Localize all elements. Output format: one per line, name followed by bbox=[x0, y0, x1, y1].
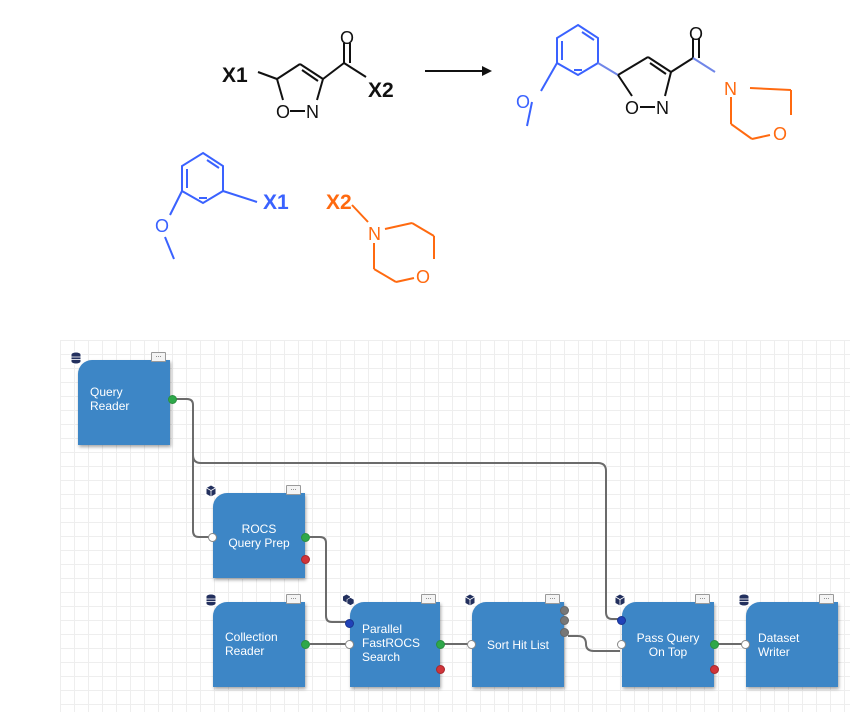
node-label: Pass Query On Top bbox=[636, 631, 700, 659]
database-icon bbox=[737, 593, 751, 607]
node-menu-button[interactable]: ... bbox=[695, 594, 710, 604]
output-port[interactable] bbox=[436, 640, 445, 649]
node-pass-query-on-top[interactable]: ... Pass Query On Top bbox=[613, 593, 719, 687]
input-port[interactable] bbox=[345, 640, 354, 649]
reagent-x1-label: X1 bbox=[263, 191, 289, 214]
database-icon bbox=[204, 593, 218, 607]
output-port[interactable] bbox=[710, 640, 719, 649]
product-morpholine-o: O bbox=[773, 124, 787, 144]
reagent-x1 bbox=[164, 151, 258, 260]
template-ring-n: N bbox=[306, 102, 319, 122]
reagent-x2-label: X2 bbox=[326, 191, 352, 214]
output-port[interactable] bbox=[168, 395, 177, 404]
node-menu-button[interactable]: ... bbox=[819, 594, 834, 604]
product-carbonyl-o: O bbox=[689, 24, 703, 44]
product-ring-n: N bbox=[656, 98, 669, 118]
output-port[interactable] bbox=[301, 640, 310, 649]
product-molecule bbox=[526, 23, 792, 140]
output-port[interactable] bbox=[301, 533, 310, 542]
database-icon bbox=[69, 351, 83, 365]
product-ring-o: O bbox=[625, 98, 639, 118]
reagent-x1-methoxy-o: O bbox=[155, 216, 169, 236]
node-query-reader[interactable]: ... Query Reader bbox=[69, 351, 177, 445]
node-menu-button[interactable]: ... bbox=[421, 594, 436, 604]
reaction-arrow bbox=[425, 66, 492, 76]
reaction-scheme: X1 X2 O N O bbox=[155, 23, 792, 287]
node-menu-button[interactable]: ... bbox=[545, 594, 560, 604]
node-dataset-writer[interactable]: ... Dataset Writer bbox=[737, 593, 838, 687]
wire-query-to-prep bbox=[174, 398, 213, 538]
template-carbonyl-o: O bbox=[340, 28, 354, 48]
wire-sort-to-passquery bbox=[568, 635, 620, 652]
node-label: Dataset Writer bbox=[758, 631, 800, 659]
node-menu-button[interactable]: ... bbox=[151, 352, 166, 362]
node-parallel-fastrocs-search[interactable]: ... Parallel FastROCS Search bbox=[341, 593, 445, 687]
reagent-x2-n: N bbox=[368, 224, 381, 244]
node-menu-button[interactable]: ... bbox=[286, 485, 301, 495]
query-input-port[interactable] bbox=[617, 616, 626, 625]
node-collection-reader[interactable]: ... Collection Reader bbox=[204, 593, 310, 687]
workflow-canvas[interactable]: ... Query Reader ... ROCS Query Prep ...… bbox=[60, 340, 850, 712]
node-menu-button[interactable]: ... bbox=[286, 594, 301, 604]
fail-port[interactable] bbox=[710, 665, 719, 674]
workflow-wires bbox=[174, 398, 746, 652]
node-rocs-query-prep[interactable]: ... ROCS Query Prep bbox=[204, 484, 310, 578]
cube-icon bbox=[204, 484, 218, 498]
fail-port[interactable] bbox=[436, 665, 445, 674]
fail-port[interactable] bbox=[301, 555, 310, 564]
node-label: Collection Reader bbox=[225, 630, 278, 658]
reagent-x2-o: O bbox=[416, 267, 430, 287]
template-ring-o: O bbox=[276, 102, 290, 122]
node-label: Sort Hit List bbox=[486, 638, 549, 652]
node-sort-hit-list[interactable]: ... Sort Hit List bbox=[463, 593, 569, 687]
template-molecule bbox=[257, 43, 367, 101]
template-x2-label: X2 bbox=[368, 79, 394, 102]
node-label: ROCS Query Prep bbox=[228, 522, 290, 550]
input-port[interactable] bbox=[467, 640, 476, 649]
wire-prep-to-fastrocs bbox=[310, 536, 350, 623]
query-input-port[interactable] bbox=[345, 619, 354, 628]
wire-query-to-passquery bbox=[192, 454, 620, 620]
output-port[interactable] bbox=[560, 628, 569, 637]
input-port[interactable] bbox=[208, 533, 217, 542]
cube-icon bbox=[463, 593, 477, 607]
cube-icon bbox=[613, 593, 627, 607]
cube-stack-icon bbox=[341, 593, 355, 607]
input-port[interactable] bbox=[617, 640, 626, 649]
input-port[interactable] bbox=[741, 640, 750, 649]
reagent-x2 bbox=[351, 204, 435, 283]
product-methoxy-o: O bbox=[516, 92, 530, 112]
output-port[interactable] bbox=[560, 606, 569, 615]
output-port[interactable] bbox=[560, 616, 569, 625]
template-x1-label: X1 bbox=[222, 64, 248, 87]
node-label: Parallel FastROCS Search bbox=[362, 622, 421, 664]
product-morpholine-n: N bbox=[724, 79, 737, 99]
node-label: Query Reader bbox=[90, 385, 130, 413]
